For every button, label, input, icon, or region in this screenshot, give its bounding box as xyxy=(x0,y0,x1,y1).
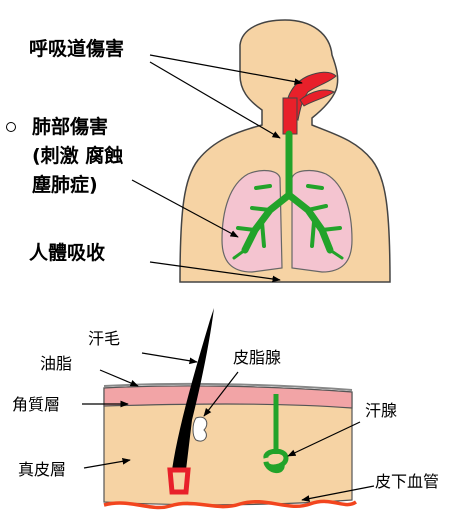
label-lung-damage-line3: 塵肺症) xyxy=(32,174,98,197)
label-stratum-corneum: 角質層 xyxy=(12,395,60,414)
label-lung-damage-line2: (刺激 腐蝕 xyxy=(32,145,123,168)
label-lung-damage-line1: 肺部傷害 xyxy=(32,116,108,139)
label-sebaceous-gland: 皮脂腺 xyxy=(233,348,281,367)
sebaceous-gland xyxy=(193,417,207,441)
throat-airway xyxy=(283,98,297,134)
label-dermis: 真皮層 xyxy=(18,460,66,479)
label-respiratory-damage: 呼吸道傷害 xyxy=(29,38,124,61)
bullet-icon xyxy=(6,122,16,132)
arrow-oil xyxy=(100,370,138,386)
label-body-absorption: 人體吸收 xyxy=(29,242,105,265)
label-sweat-gland: 汗腺 xyxy=(365,401,397,420)
human-torso-illustration xyxy=(132,20,390,282)
torso-silhouette xyxy=(180,20,390,282)
arrow-hair xyxy=(142,353,197,362)
skin-cross-section xyxy=(82,308,374,508)
label-subcutaneous-vessels: 皮下血管 xyxy=(375,472,439,491)
label-oil: 油脂 xyxy=(40,354,72,373)
label-hair: 汗毛 xyxy=(88,329,120,348)
